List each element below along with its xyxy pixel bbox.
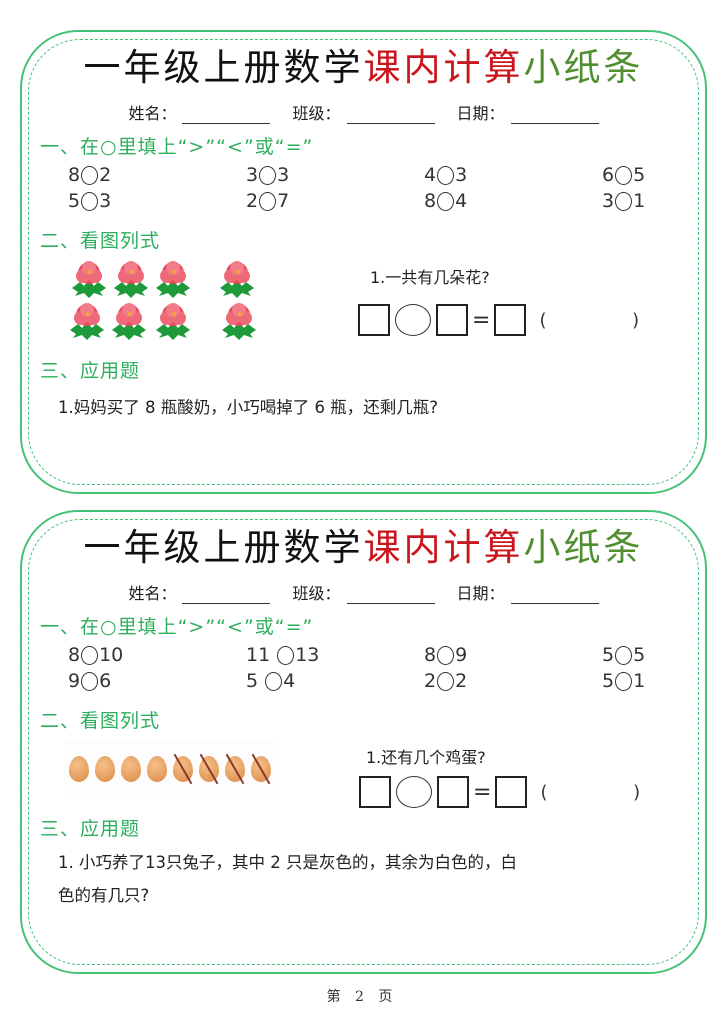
name-blank[interactable] [182, 105, 271, 124]
answer-box[interactable] [358, 304, 390, 336]
operator-circle[interactable] [396, 776, 432, 808]
section-heading-compare: 一、在○里填上“>”“<”或“=” [40, 136, 314, 158]
answer-circle[interactable] [437, 191, 455, 211]
section-heading-picture: 二、看图列式 [40, 710, 161, 732]
answer-circle[interactable] [437, 645, 455, 665]
card-title: 一年级上册数学课内计算小纸条 [83, 46, 644, 89]
name-blank[interactable] [182, 585, 271, 604]
date-field[interactable]: 日期： [457, 100, 599, 124]
page-number: 第 2 页 [326, 989, 398, 1005]
date-blank[interactable] [510, 105, 599, 124]
answer-circle[interactable] [81, 645, 99, 665]
name-field[interactable]: 姓名： [128, 580, 271, 604]
equation-template: = ( ) [358, 304, 679, 336]
section-heading-picture: 二、看图列式 [40, 230, 161, 252]
answer-box[interactable] [436, 304, 468, 336]
flower-icons [70, 261, 256, 340]
word-problem: 1.妈妈买了 8 瓶酸奶，小巧喝掉了 6 瓶，还剩几瓶? [58, 398, 438, 417]
operator-circle[interactable] [395, 304, 431, 336]
section-heading-word-problem: 三、应用题 [40, 818, 141, 840]
answer-circle[interactable] [81, 165, 99, 185]
answer-box[interactable] [494, 304, 527, 336]
student-info-row: 姓名： 班级： 日期： [22, 100, 705, 124]
dashed-inner-border [28, 39, 699, 485]
class-blank[interactable] [346, 105, 435, 124]
unit-parens[interactable]: ( ) [539, 309, 680, 331]
section-heading-word-problem: 三、应用题 [40, 360, 141, 382]
equals-sign: = [472, 307, 491, 333]
compare-item: 5 4 [246, 670, 296, 692]
picture-question: 1.还有几个鸡蛋? [366, 748, 486, 767]
worksheet-card-1: 一年级上册数学课内计算小纸条 姓名： 班级： 日期： 一、在○里填上“>”“<”… [20, 30, 707, 494]
section-heading-compare: 一、在○里填上“>”“<”或“=” [40, 616, 314, 638]
egg-icon [147, 756, 167, 782]
answer-box[interactable] [359, 776, 391, 808]
answer-circle[interactable] [259, 191, 277, 211]
flowers-picture [70, 258, 270, 340]
class-field[interactable]: 班级： [292, 100, 435, 124]
unit-parens[interactable]: ( ) [540, 781, 681, 803]
date-blank[interactable] [510, 585, 599, 604]
answer-circle[interactable] [277, 645, 295, 665]
answer-box[interactable] [437, 776, 469, 808]
answer-circle[interactable] [81, 191, 99, 211]
worksheet-card-2: 一年级上册数学课内计算小纸条 姓名： 班级： 日期： 一、在○里填上“>”“<”… [20, 510, 707, 974]
date-field[interactable]: 日期： [457, 580, 599, 604]
answer-circle[interactable] [265, 671, 283, 691]
answer-circle[interactable] [437, 671, 455, 691]
class-blank[interactable] [346, 585, 435, 604]
word-problem: 1. 小巧养了13只兔子，其中 2 只是灰色的，其余为白色的，白 色的有几只? [58, 853, 517, 905]
answer-circle[interactable] [615, 671, 633, 691]
picture-question: 1.一共有几朵花? [370, 268, 490, 287]
egg-icon [121, 756, 141, 782]
student-info-row: 姓名： 班级： 日期： [22, 580, 705, 604]
class-field[interactable]: 班级： [292, 580, 435, 604]
equation-template: = ( ) [359, 776, 680, 808]
answer-circle[interactable] [615, 191, 633, 211]
dashed-inner-border [28, 519, 699, 965]
answer-circle[interactable] [437, 165, 455, 185]
eggs-picture [64, 740, 274, 800]
answer-circle[interactable] [615, 165, 633, 185]
egg-icon [95, 756, 115, 782]
answer-circle[interactable] [81, 671, 99, 691]
answer-box[interactable] [495, 776, 528, 808]
egg-icon [69, 756, 89, 782]
compare-item: 11 13 [246, 644, 320, 666]
answer-circle[interactable] [615, 645, 633, 665]
name-field[interactable]: 姓名： [128, 100, 271, 124]
equals-sign: = [473, 779, 492, 805]
answer-circle[interactable] [259, 165, 277, 185]
card-title: 一年级上册数学课内计算小纸条 [83, 526, 644, 569]
